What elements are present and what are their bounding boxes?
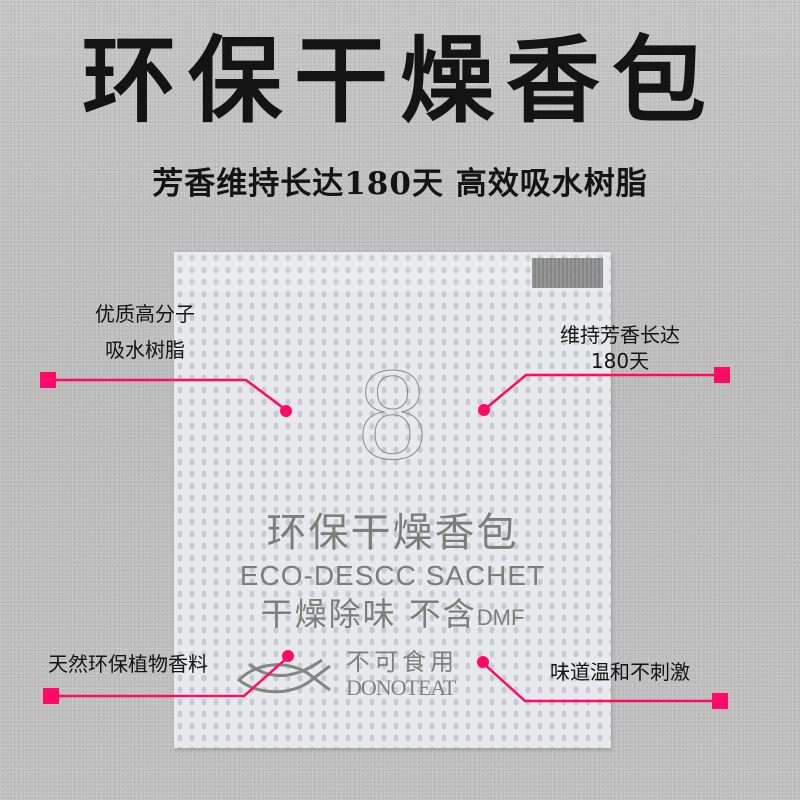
callout-line: 180天 xyxy=(590,349,650,373)
sachet-name-cn: 环保干燥香包 xyxy=(266,510,519,556)
sachet-name-en: ECO-DESCC SACHET xyxy=(239,560,546,591)
sachet-number: 8 xyxy=(354,348,431,486)
callout-marker-square xyxy=(40,372,56,388)
callout-top-right: 维持芳香长达 180天 xyxy=(540,322,700,374)
callout-line: 天然环保植物香料 xyxy=(48,652,208,676)
callout-line: 吸水树脂 xyxy=(105,338,185,362)
callout-line: 味道温和不刺激 xyxy=(550,660,690,684)
page-subtitle: 芳香维持长达180天 高效吸水树脂 xyxy=(152,166,648,202)
fish-icon xyxy=(236,658,331,694)
warning-cn: 不可食用 xyxy=(346,648,458,676)
warning-label: 不可食用 DONOTEAT xyxy=(346,648,476,700)
callout-top-left: 优质高分子 吸水树脂 xyxy=(70,300,220,364)
callout-marker-square xyxy=(714,367,730,383)
sachet-feature-cn: 干燥除味 不含 xyxy=(260,595,477,633)
sachet-feature: 干燥除味 不含DMF xyxy=(174,592,611,640)
warning-en: DONOTEAT xyxy=(346,675,456,700)
callout-marker-square xyxy=(712,693,728,709)
sachet-feature-dmf: DMF xyxy=(476,605,525,630)
callout-bottom-left: 天然环保植物香料 xyxy=(48,650,218,678)
sachet-print-block xyxy=(532,258,603,288)
callout-bottom-right: 味道温和不刺激 xyxy=(530,658,710,686)
callout-line: 维持芳香长达 xyxy=(560,323,680,347)
callout-line: 优质高分子 xyxy=(95,302,195,326)
page-title: 环保干燥香包 xyxy=(81,26,718,136)
sachet-image: 8 环保干燥香包 ECO-DESCC SACHET 干燥除味 不含DMF 不可食… xyxy=(174,252,611,748)
callout-marker-square xyxy=(43,688,59,704)
